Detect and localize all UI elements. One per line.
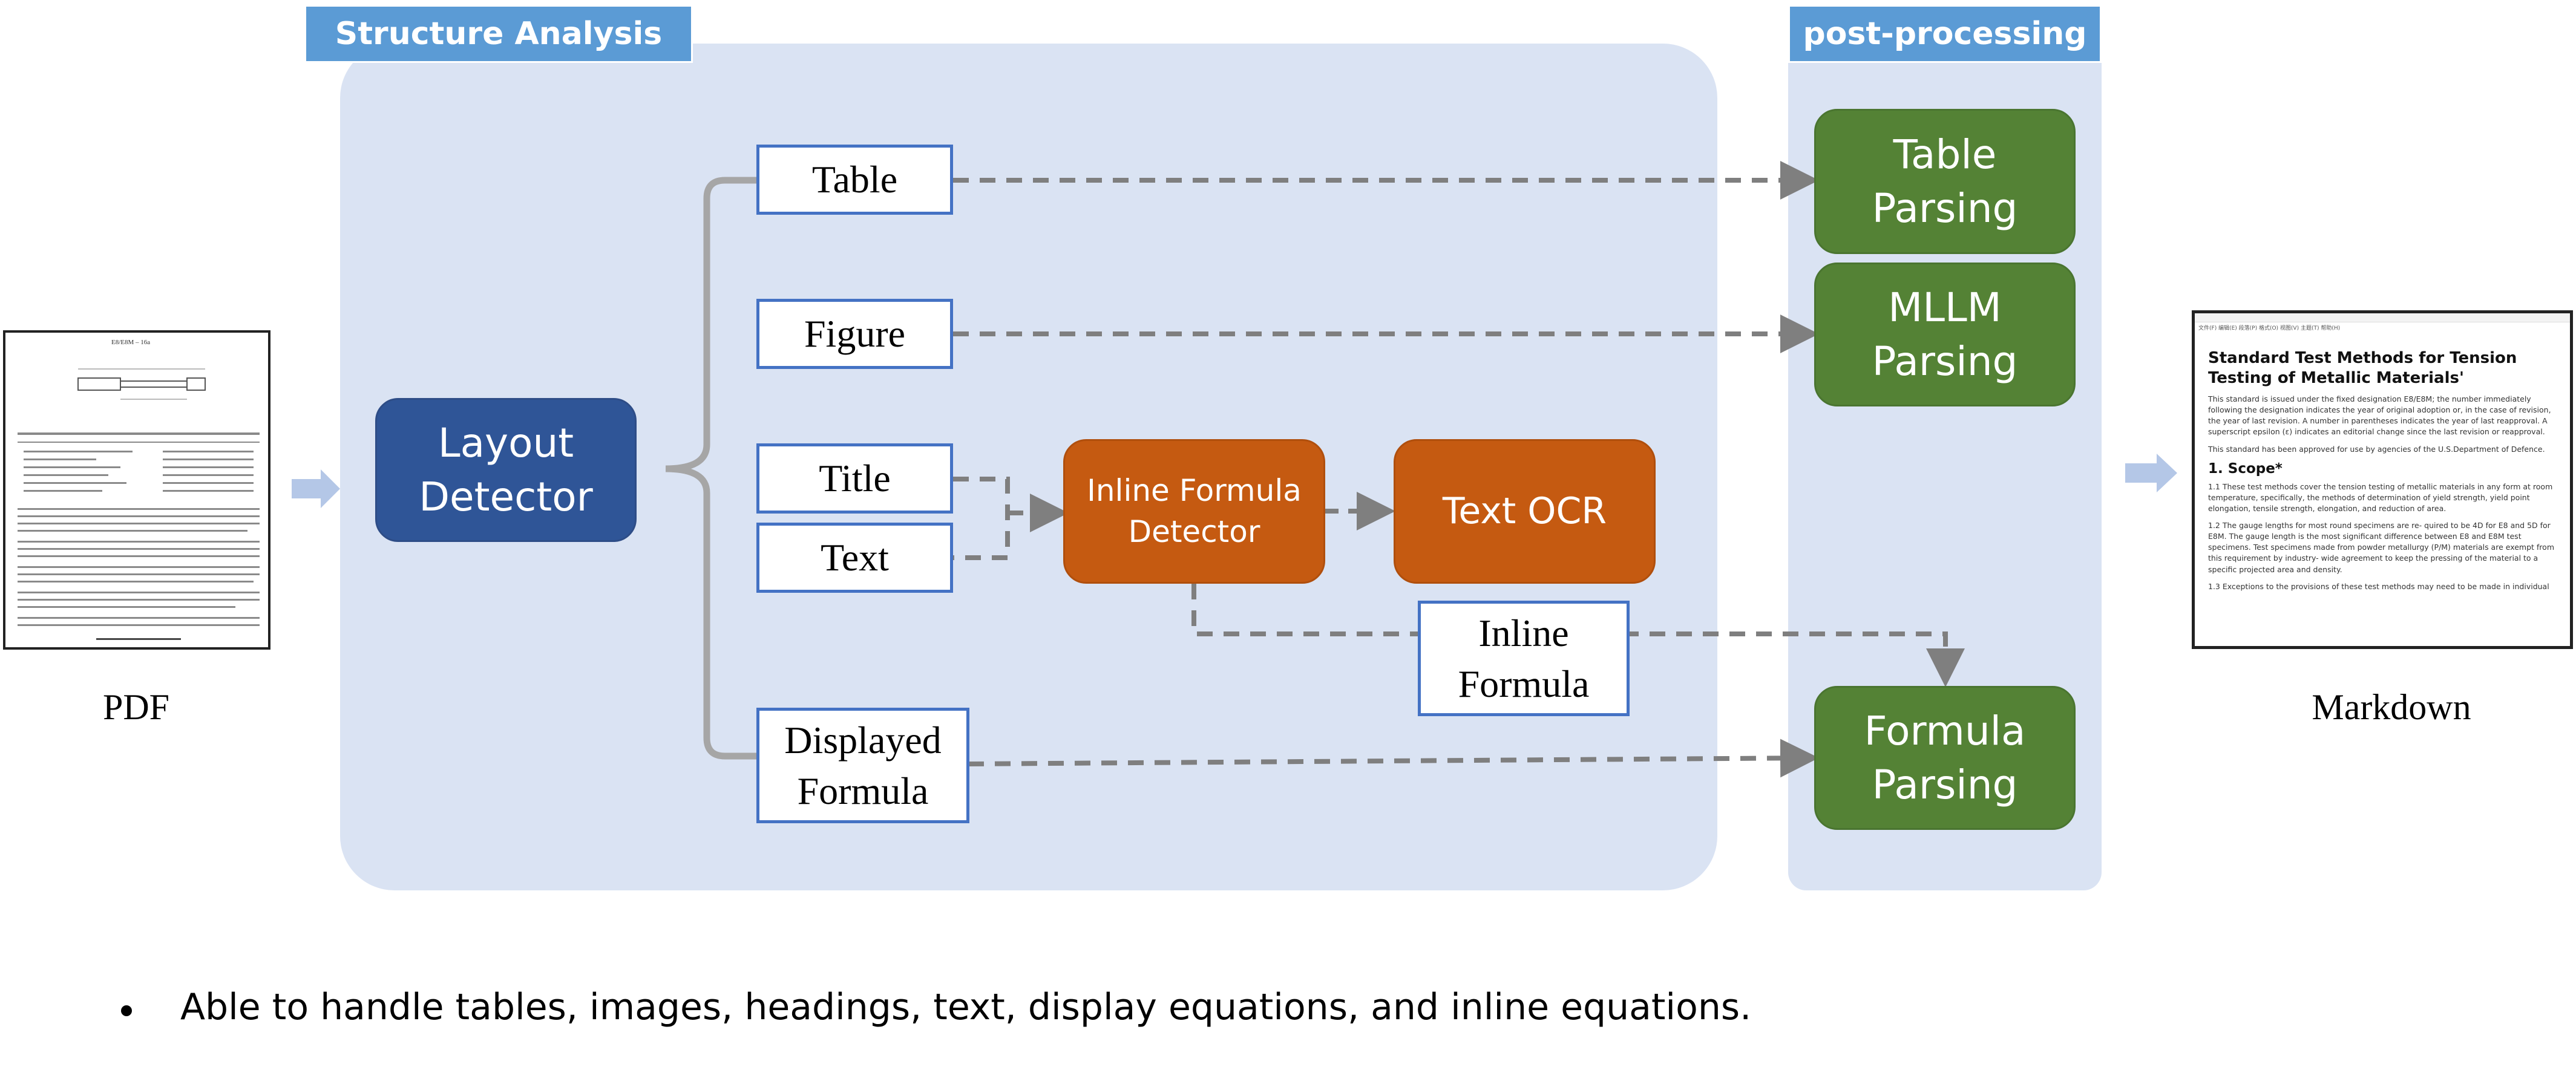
pdf-caption: PDF xyxy=(102,687,170,727)
inline-formula-node: Inline Formula xyxy=(1418,601,1630,716)
output-arrow xyxy=(2125,454,2177,492)
brace xyxy=(665,177,760,760)
bullet-text: Able to handle tables, images, headings,… xyxy=(180,986,1752,1028)
inline-formula-label: Inline Formula xyxy=(1458,612,1590,705)
markdown-paragraph: 1.3 Exceptions to the provisions of thes… xyxy=(2208,581,2549,591)
inline-formula-detector-label: Inline Formula Detector xyxy=(1087,473,1302,549)
table-node: Table xyxy=(756,145,953,215)
text-node: Text xyxy=(756,523,953,593)
arrow-displayed-formula-to-formula-parsing xyxy=(968,739,1819,778)
markdown-paragraph: This standard has been approved for use … xyxy=(2208,444,2545,454)
markdown-titlebar xyxy=(2195,313,2570,322)
formula-parsing-node: Formula Parsing xyxy=(1814,686,2076,830)
inline-formula-detector-node: Inline Formula Detector xyxy=(1063,439,1325,584)
specimen-drawing xyxy=(77,368,206,400)
mllm-parsing-node: MLLM Parsing xyxy=(1814,263,2076,406)
arrow-title-text-merge xyxy=(953,477,1059,560)
markdown-paragraph: This standard is issued under the fixed … xyxy=(2208,394,2551,437)
markdown-paragraph: 1.1 These test methods cover the tension… xyxy=(2208,481,2553,513)
post-processing-title: post-processing xyxy=(1788,5,2102,63)
pdf-thumbnail: E8/E8M – 16a xyxy=(3,330,270,650)
layout-detector-label: Layout Detector xyxy=(419,419,593,520)
markdown-paragraph: 1.2 The gauge lengths for most round spe… xyxy=(2208,521,2554,574)
displayed-formula-node: Displayed Formula xyxy=(756,708,969,823)
layout-detector-node: Layout Detector xyxy=(375,398,637,542)
text-ocr-node: Text OCR xyxy=(1394,439,1656,584)
input-arrow xyxy=(292,469,340,508)
markdown-thumbnail: 文件(F) 编辑(E) 段落(P) 格式(O) 视图(V) 主题(T) 帮助(H… xyxy=(2192,310,2573,649)
markdown-heading: Standard Test Methods for Tension Testin… xyxy=(2208,349,2517,387)
table-parsing-label: Table Parsing xyxy=(1872,131,2018,232)
markdown-menu: 文件(F) 编辑(E) 段落(P) 格式(O) 视图(V) 主题(T) 帮助(H… xyxy=(2198,325,2341,331)
table-parsing-node: Table Parsing xyxy=(1814,109,2076,254)
pdf-doc-title: E8/E8M – 16a xyxy=(111,339,151,346)
displayed-formula-label: Displayed Formula xyxy=(784,719,942,812)
title-node: Title xyxy=(756,443,953,514)
bullet-dot xyxy=(121,1005,132,1016)
markdown-caption: Markdown xyxy=(2312,687,2471,727)
structure-analysis-title: Structure Analysis xyxy=(304,5,693,63)
figure-node: Figure xyxy=(756,299,953,369)
markdown-subheading: 1. Scope* xyxy=(2208,460,2283,477)
mllm-parsing-label: MLLM Parsing xyxy=(1872,284,2018,385)
formula-parsing-label: Formula Parsing xyxy=(1864,707,2026,808)
